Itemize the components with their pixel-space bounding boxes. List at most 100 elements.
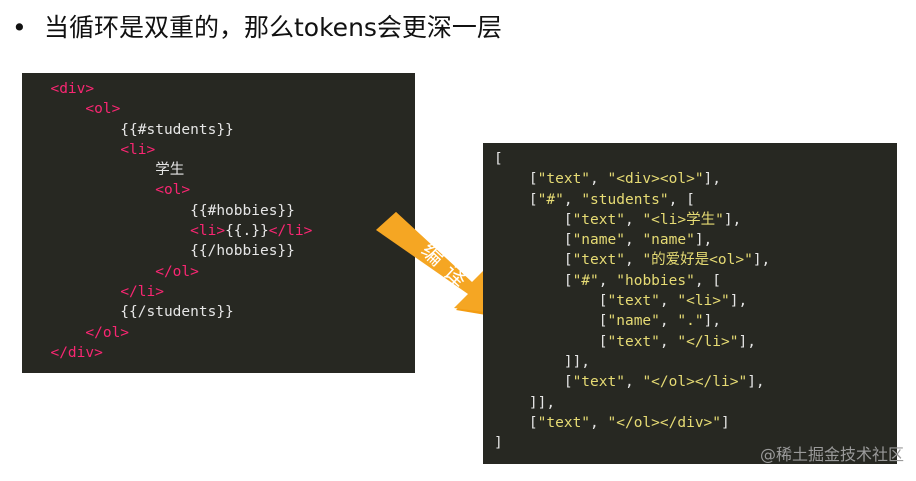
code-token: </li> [268, 223, 313, 240]
code-token: "text" [607, 333, 660, 350]
watermark: @稀土掘金技术社区 [759, 445, 904, 464]
code-token: "." [677, 313, 704, 330]
code-token: "<li>" [677, 293, 730, 310]
code-token: "name" [572, 232, 625, 249]
code-token: ] [721, 414, 730, 431]
code-token: {{/students}} [33, 304, 234, 321]
code-token: [ [494, 252, 573, 269]
code-token: "text" [572, 211, 625, 228]
template-code-line: <ol> [33, 180, 415, 200]
code-token [33, 345, 50, 361]
tokens-code-line: ["text", "</ol></div>"] [494, 413, 897, 433]
code-token: , [ [668, 191, 695, 208]
code-token: , [563, 191, 582, 208]
tokens-code-line: ["text", "</ol></li>"], [494, 372, 897, 392]
tokens-code-line: ["text", "的爱好是<ol>"], [494, 250, 897, 270]
code-token: "</li>" [677, 333, 739, 350]
tokens-code-line: [ [494, 149, 897, 169]
template-code-line: <ol> [33, 99, 415, 119]
code-token: {{.}} [225, 223, 269, 240]
template-code-line: <div> [33, 79, 415, 99]
template-code-line: </ol> [33, 262, 415, 282]
code-token: [ [494, 374, 573, 391]
code-token: ], [703, 313, 722, 330]
code-token: "students" [581, 191, 669, 208]
code-token: , [598, 272, 617, 289]
code-token: , [624, 252, 643, 269]
code-token: [ [494, 272, 573, 289]
tokens-code-line: ["text", "<li>"], [494, 291, 897, 311]
template-code-block: <div> <ol> {{#students}} <li> 学生 <ol> {{… [22, 73, 415, 373]
template-code-line: </div> [33, 343, 415, 363]
tokens-code-line: ]], [494, 352, 897, 372]
code-token: </ol> [85, 324, 130, 341]
code-token: "#" [572, 272, 599, 289]
code-token: ], [729, 293, 748, 310]
tokens-code-line: ["text", "</li>"], [494, 332, 897, 352]
code-token: ]], [494, 394, 556, 411]
tokens-code-line: ] [494, 433, 897, 453]
code-token: <li> [120, 141, 156, 158]
code-token: {{#hobbies}} [33, 202, 295, 219]
code-token: [ [494, 414, 538, 431]
code-token: "#" [537, 191, 564, 208]
code-token [33, 101, 85, 117]
code-token: "</ol></div>" [607, 414, 722, 431]
code-token: , [590, 171, 608, 188]
template-code-line: {{/students}} [33, 302, 415, 322]
code-token: , [659, 293, 678, 310]
code-token [33, 182, 155, 198]
code-token: "的爱好是<ol>" [642, 252, 753, 269]
code-token [33, 264, 155, 280]
template-code-line: 学生 [33, 160, 415, 180]
tokens-code-block: [ ["text", "<div><ol>"], ["#", "students… [483, 143, 897, 464]
code-token [33, 325, 85, 341]
tokens-code-line: ["name", "."], [494, 311, 897, 331]
code-token: </div> [50, 344, 103, 361]
code-token: [ [494, 171, 538, 188]
code-token: "<li>学生" [642, 211, 724, 228]
template-code-line: {{#hobbies}} [33, 201, 415, 221]
tokens-code-line: ]], [494, 393, 897, 413]
code-token: </li> [120, 283, 164, 300]
code-token [33, 284, 120, 300]
code-token: ], [752, 252, 771, 269]
code-token: [ [494, 293, 608, 310]
compile-arrow-icon: 编 译 [376, 212, 504, 318]
tokens-code-line: ["name", "name"], [494, 230, 897, 250]
code-token: , [590, 414, 608, 431]
code-token: 学生 [33, 162, 185, 179]
code-token [33, 223, 190, 239]
tokens-code-line: ["#", "students", [ [494, 190, 897, 210]
code-token: , [624, 374, 643, 391]
code-token: ], [703, 171, 722, 188]
code-token: [ [494, 211, 573, 228]
code-token [33, 142, 120, 158]
template-code-line: </li> [33, 282, 415, 302]
code-token: "hobbies" [616, 272, 695, 289]
template-code-line: </ol> [33, 323, 415, 343]
code-token: [ [494, 333, 608, 350]
code-token: , [ [694, 272, 722, 289]
code-token [33, 81, 50, 97]
code-token: , [624, 211, 643, 228]
template-code-line: <li> [33, 140, 415, 160]
code-token: [ [494, 313, 608, 330]
code-token: "name" [642, 232, 695, 249]
code-token: ]], [494, 353, 591, 370]
code-token: "text" [572, 252, 625, 269]
code-token: [ [494, 191, 538, 208]
template-code-line: <li>{{.}}</li> [33, 221, 415, 241]
code-token: ] [494, 435, 503, 452]
code-token: , [659, 313, 678, 330]
tokens-code-line: ["#", "hobbies", [ [494, 271, 897, 291]
code-token: ], [738, 333, 756, 350]
tokens-code-line: ["text", "<div><ol>"], [494, 169, 897, 189]
code-token: "name" [607, 313, 660, 330]
code-token: {{/hobbies}} [33, 243, 295, 260]
code-token: "text" [537, 171, 591, 188]
bullet-point: • [12, 13, 27, 42]
code-token: "text" [607, 293, 660, 310]
code-token: , [624, 232, 643, 249]
code-token: </ol> [155, 263, 199, 280]
